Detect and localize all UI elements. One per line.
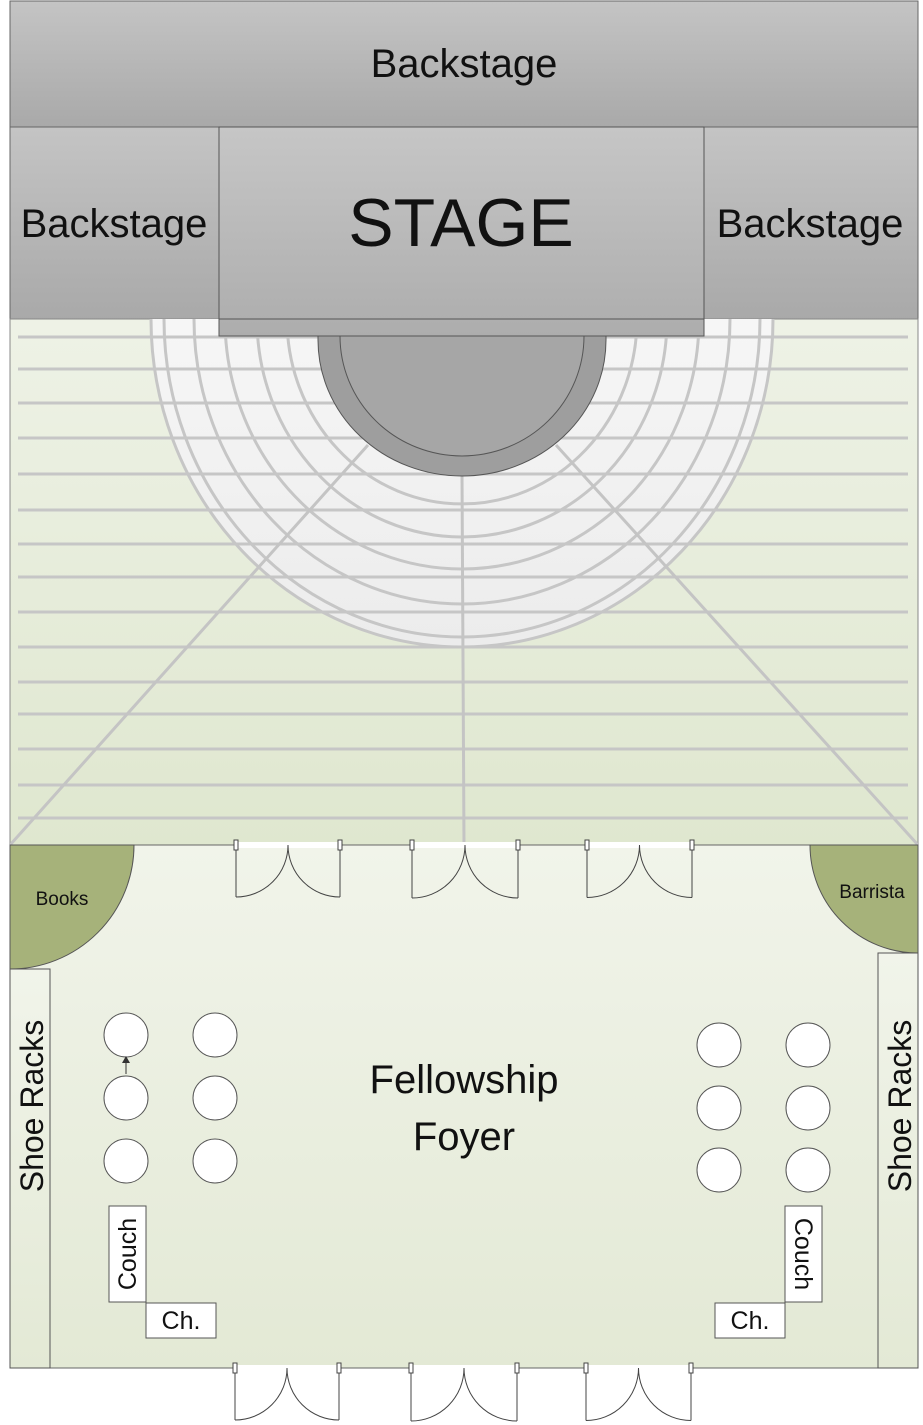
stage-area [218, 126, 705, 337]
shoe-racks-left [9, 968, 51, 1369]
books-booth [9, 844, 135, 970]
shoe-racks-left-label: Shoe Racks [14, 1020, 50, 1193]
barrista-label: Barrista [839, 882, 905, 903]
books-label: Books [36, 889, 89, 910]
round-table [103, 1075, 149, 1121]
foyer-label-line1: Fellowship [370, 1058, 559, 1102]
seating-layout [10, 319, 918, 845]
double-door[interactable] [408, 1362, 520, 1422]
backstage-right-area [703, 126, 919, 320]
couch-right [784, 1205, 823, 1303]
round-table [696, 1085, 742, 1131]
couch-right-label: Couch [789, 1218, 817, 1290]
round-table [696, 1147, 742, 1193]
double-door[interactable] [233, 839, 343, 898]
arrow-head [122, 1056, 130, 1063]
foyer-area [9, 844, 919, 1369]
chair-right [714, 1302, 786, 1339]
double-door[interactable] [583, 1362, 694, 1421]
stage-apron-inner [339, 335, 585, 457]
double-door[interactable] [409, 839, 521, 899]
shoe-racks-right [877, 952, 919, 1369]
couch-left [108, 1205, 147, 1303]
shoe-racks-right-label: Shoe Racks [882, 1020, 918, 1193]
foyer-label-line2: Foyer [413, 1115, 515, 1159]
round-table [192, 1012, 238, 1058]
chair-left [145, 1302, 217, 1339]
aisle-right [554, 443, 918, 845]
round-table [696, 1022, 742, 1068]
round-table [785, 1085, 831, 1131]
round-table [785, 1022, 831, 1068]
aisle-left [10, 443, 370, 845]
double-door[interactable] [584, 839, 695, 898]
aisle-center [460, 473, 466, 845]
round-table [785, 1147, 831, 1193]
round-table [192, 1138, 238, 1184]
barrista-booth [809, 844, 919, 954]
chair-left-label: Ch. [162, 1307, 201, 1335]
round-table [103, 1138, 149, 1184]
round-table [192, 1075, 238, 1121]
chair-right-label: Ch. [731, 1307, 770, 1335]
backstage-top-label: Backstage [371, 42, 558, 86]
couch-left-label: Couch [114, 1218, 142, 1290]
backstage-left-label: Backstage [21, 202, 208, 246]
backstage-top-area [9, 0, 919, 128]
double-door[interactable] [232, 1362, 342, 1421]
stage-label: STAGE [348, 185, 573, 261]
backstage-left-area [9, 126, 220, 320]
round-table [103, 1012, 149, 1058]
backstage-right-label: Backstage [717, 202, 904, 246]
